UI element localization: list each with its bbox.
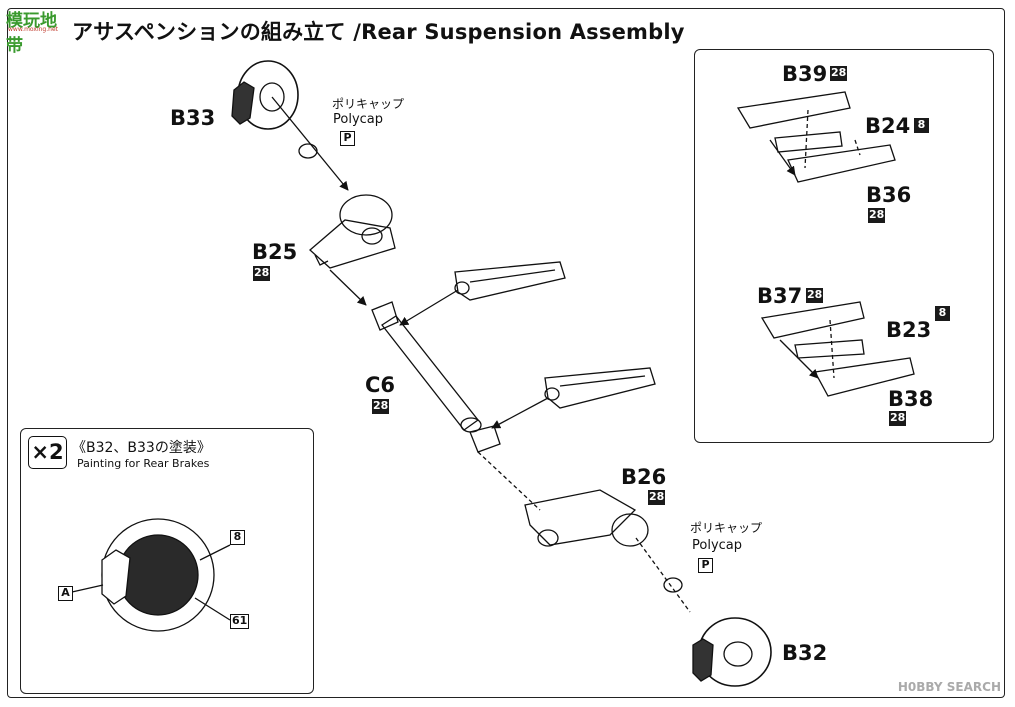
color-badge-b36: 28 xyxy=(868,208,886,223)
polycap-top-jp: ポリキャップ xyxy=(332,97,405,111)
upper-link-arm xyxy=(454,261,566,301)
color-badge-b39: 28 xyxy=(830,66,848,81)
part-label-b26: B26 xyxy=(621,465,667,489)
polycap-top-en: Polycap xyxy=(333,112,384,127)
b25-upright xyxy=(309,194,396,269)
color-badge-b26: 28 xyxy=(648,490,666,505)
part-label-b36: B36 xyxy=(866,183,912,207)
color-badge-b25: 28 xyxy=(253,266,271,281)
polycap-bottom xyxy=(663,577,683,593)
site-logo: 模玩地带 www.moxing.net xyxy=(4,6,68,56)
part-label-c6: C6 xyxy=(365,373,396,397)
logo-url: www.moxing.net xyxy=(8,26,58,33)
polycap-icon: P xyxy=(698,558,713,573)
lower-link-arm xyxy=(544,367,656,409)
painting-brake-illustration xyxy=(71,518,231,632)
painting-title-jp: 《B32、B33の塗装》 xyxy=(72,440,211,456)
part-label-b33: B33 xyxy=(170,106,216,130)
polycap-top xyxy=(298,143,318,159)
lower-inset-arms xyxy=(760,301,915,397)
part-label-b23: B23 xyxy=(886,318,932,342)
color-badge-b23: 8 xyxy=(935,306,950,321)
logo-text: 模玩地带 xyxy=(6,11,57,56)
color-badge-61: 61 xyxy=(230,614,250,629)
quantity-multiplier: ×2 xyxy=(28,436,67,469)
painting-inset xyxy=(20,428,314,694)
color-badge-8: 8 xyxy=(230,530,245,545)
color-badge-b37: 28 xyxy=(806,288,824,303)
part-label-b37: B37 xyxy=(757,284,803,308)
part-label-b32: B32 xyxy=(782,641,828,665)
part-label-b24: B24 xyxy=(865,114,911,138)
b33-brake-disc xyxy=(231,60,299,130)
color-badge-c6: 28 xyxy=(372,399,390,414)
watermark: H0BBY SEARCH xyxy=(897,680,1001,694)
part-label-b25: B25 xyxy=(252,240,298,264)
color-badge-b38: 28 xyxy=(889,411,907,426)
color-badge-b24: 8 xyxy=(914,118,929,133)
page-title: アサスペンションの組み立て /Rear Suspension Assembly xyxy=(72,20,685,44)
polycap-icon: P xyxy=(340,131,355,146)
polycap-bottom-jp: ポリキャップ xyxy=(690,521,763,535)
page-frame xyxy=(7,8,1005,698)
b26-upright xyxy=(524,489,649,547)
upper-inset-arms xyxy=(736,91,896,183)
part-label-b38: B38 xyxy=(888,387,934,411)
c6-axle-shaft xyxy=(371,301,501,453)
color-badge-a: A xyxy=(58,586,73,601)
part-label-b39: B39 xyxy=(782,62,828,86)
b32-brake-disc xyxy=(692,617,772,687)
polycap-bottom-en: Polycap xyxy=(692,538,743,553)
shock-assembly-inset xyxy=(694,49,994,443)
painting-title-en: Painting for Rear Brakes xyxy=(77,457,210,470)
